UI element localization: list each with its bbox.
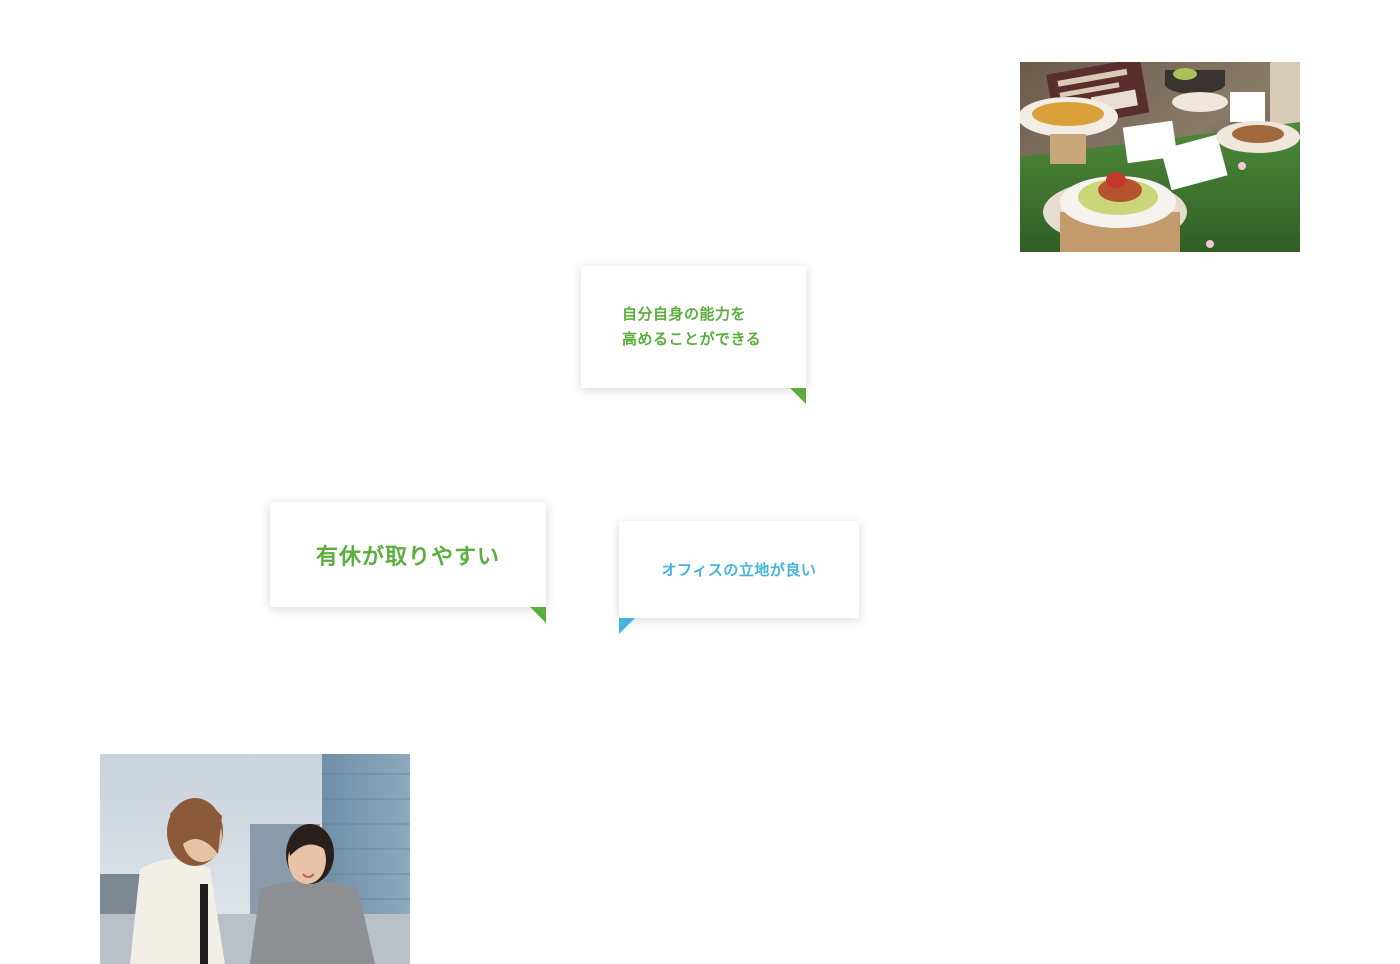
speech-card-office-location-label: オフィスの立地が良い bbox=[661, 561, 817, 579]
speech-tail-corner-icon bbox=[619, 618, 635, 634]
speech-card-office-location: オフィスの立地が良い bbox=[619, 521, 859, 634]
speech-card-skill-label: 自分自身の能力を 高めることができる bbox=[622, 305, 762, 348]
speech-card-skill: 自分自身の能力を 高めることができる bbox=[581, 266, 806, 404]
speech-tail-corner-icon bbox=[530, 607, 546, 623]
speech-card-paid-leave-label: 有休が取りやすい bbox=[315, 544, 500, 570]
speech-tail-corner-icon bbox=[790, 388, 806, 404]
speech-card-paid-leave: 有休が取りやすい bbox=[270, 502, 546, 623]
coworkers-talking-photo bbox=[100, 754, 410, 964]
cafeteria-food-photo bbox=[1020, 62, 1300, 252]
